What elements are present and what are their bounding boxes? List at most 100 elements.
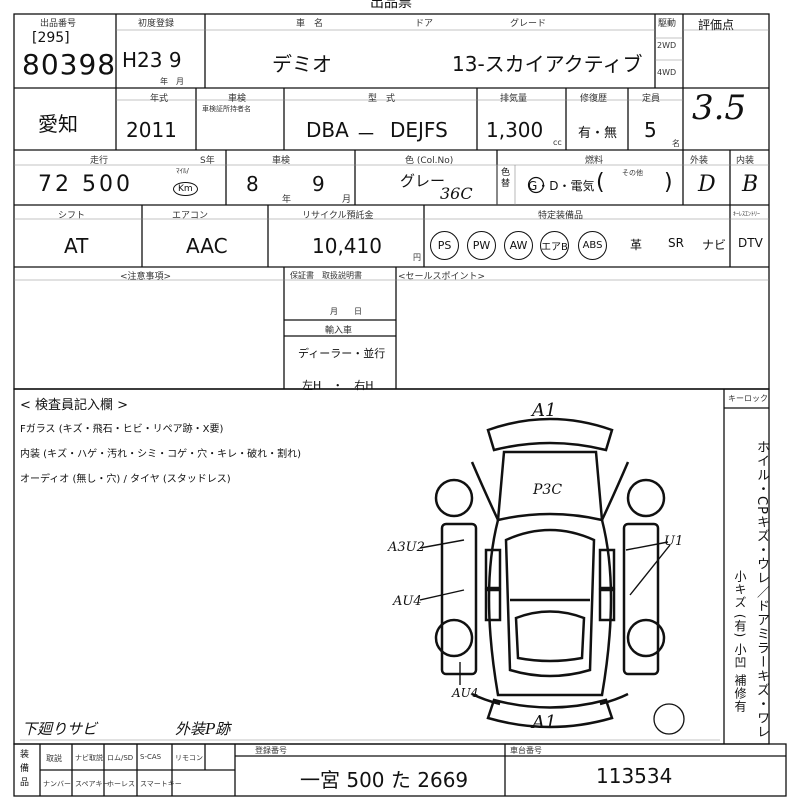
capacity-unit: 名 xyxy=(672,139,680,148)
stamp-circle xyxy=(653,703,685,735)
exterior-grade: D xyxy=(698,172,716,197)
footer-equip-navi-manual: ナビ取説 xyxy=(75,754,103,762)
equip-sunroof: SR xyxy=(668,236,684,250)
footer-equip-spare-key: スペアキー xyxy=(75,780,110,788)
equip-ps: PS xyxy=(430,231,459,260)
inspector-audio: オーディオ (無し・穴) / タイヤ (スタッドレス) xyxy=(20,474,231,485)
repair-value: 有・無 xyxy=(578,126,618,141)
bottom-note-paint: 外装P跡 xyxy=(175,720,231,738)
equip-airbag: エアB xyxy=(540,231,569,260)
form-title: 出品票 xyxy=(370,0,412,11)
lot-prefix: [295] xyxy=(32,30,70,46)
exterior-label: 外装 xyxy=(690,156,709,166)
inspector-windshield: Fガラス (キズ・飛石・ヒビ・リペア跡・X要) xyxy=(20,424,224,435)
fuel-options: G・D・電気 xyxy=(528,179,595,193)
keylock-label: キーロック xyxy=(728,394,768,403)
dealer-parallel: ディーラー・並行 xyxy=(298,347,386,360)
equip-dtv: DTV xyxy=(738,236,763,250)
shaken-month: 9 xyxy=(312,172,325,196)
color-no: 36C xyxy=(440,184,473,203)
equip-leather: 革 xyxy=(630,238,643,252)
displacement-label: 排気量 xyxy=(500,94,528,104)
shaken-label: 車検 xyxy=(272,156,291,166)
mileage-unit-small: ﾏｲﾙ/ xyxy=(176,167,189,175)
equip-aw: AW xyxy=(504,231,533,260)
mileage-unit: Km xyxy=(173,182,198,196)
color-change-label: 色替 xyxy=(501,168,511,189)
recycle: 10,410 xyxy=(312,234,382,258)
warranty-label: 保証書 取扱説明書 xyxy=(290,271,362,280)
model-year: 2011 xyxy=(126,118,177,142)
shaken-year: 8 xyxy=(246,172,259,196)
equipment-label: 特定装備品 xyxy=(538,211,584,221)
inspection-sub: 車検証所持者名 xyxy=(202,105,251,113)
first-reg-value: H23 9 xyxy=(122,48,182,72)
mark-left-upper: A3U2 xyxy=(388,540,425,555)
equip-pw: PW xyxy=(467,231,496,260)
plate-label: 登録番号 xyxy=(255,746,287,755)
mark-rear: A1 xyxy=(532,712,557,733)
score-label: 評価点 xyxy=(698,18,735,32)
footer-equip-smart-key: スマートキー xyxy=(140,780,182,788)
inspection-label: 車検 xyxy=(228,94,247,104)
fuel-label: 燃料 xyxy=(585,156,604,166)
capacity-label: 定員 xyxy=(642,94,661,104)
fuel-other-label: その他 xyxy=(622,169,643,177)
equip-navi: ナビ xyxy=(702,238,727,252)
steering-side: 左H ・ 右H xyxy=(302,379,374,392)
ac-label: エアコン xyxy=(172,211,209,221)
footer-equip-bcas: S-CAS xyxy=(140,753,162,761)
mark-left-rear: AU4 xyxy=(452,686,479,700)
year-month-unit: 年 月 xyxy=(160,77,184,86)
side-note: ホイル・CPキズ・ウレ／ドアミラーキズ・ワレ xyxy=(754,440,769,739)
fuel-paren-open: ( xyxy=(596,170,605,195)
displacement: 1,300 xyxy=(486,118,544,142)
type-prefix: DBA xyxy=(306,118,349,142)
keyless-label: ｷｰﾚｽｴﾝﾄﾘｰ xyxy=(733,211,761,218)
inspector-interior: 内装 (キズ・ハゲ・汚れ・シミ・コゲ・穴・キレ・破れ・割れ) xyxy=(20,449,301,460)
color: グレー xyxy=(400,172,446,190)
footer-equip-remote: リモコン xyxy=(175,754,203,762)
type-code: DEJFS xyxy=(390,118,448,142)
region: 愛知 xyxy=(38,112,78,136)
shift: AT xyxy=(64,234,89,258)
repair-label: 修復歴 xyxy=(580,94,608,104)
type-label: 型 式 xyxy=(368,94,396,104)
displacement-unit: cc xyxy=(553,138,562,147)
mark-right-side: U1 xyxy=(664,534,684,549)
first-reg-label: 初度登録 xyxy=(138,19,175,29)
mark-front: A1 xyxy=(532,400,557,421)
interior-grade: B xyxy=(742,172,759,197)
footer-side-label: 装備品 xyxy=(20,750,30,788)
footer-equip-manual: 取説 xyxy=(46,754,62,763)
ac: AAC xyxy=(186,234,228,258)
color-label: 色 (Col.No) xyxy=(405,156,454,166)
caution-label: <注意事項> xyxy=(120,272,172,282)
mark-roof: P3C xyxy=(533,482,563,498)
car-name-label: 車 名 xyxy=(296,19,324,29)
side-note-2: 小キズ (有) 小凹 補修有 xyxy=(733,570,747,713)
bottom-note-undercarriage: 下廻りサビ xyxy=(22,720,98,738)
shift-label: シフト xyxy=(58,211,86,221)
lot-number: 80398 xyxy=(22,48,117,81)
s-label: S年 xyxy=(200,156,215,166)
capacity: 5 xyxy=(644,118,657,142)
chassis-label: 車台番号 xyxy=(510,746,542,755)
car-name: デミオ xyxy=(272,52,332,76)
chassis-number: 113534 xyxy=(596,764,673,788)
model-year-label: 年式 xyxy=(150,94,169,104)
inspector-title: < 検査員記入欄 > xyxy=(20,398,129,413)
mileage: 72 500 xyxy=(38,172,133,197)
recycle-unit: 円 xyxy=(413,253,421,262)
footer-equip-plate: ナンバー xyxy=(43,780,71,788)
drive-4wd: 4WD xyxy=(657,68,677,77)
month-unit: 月 xyxy=(342,195,352,205)
sales-point-label: <セールスポイント> xyxy=(398,272,486,282)
lot-label: 出品番号 xyxy=(40,19,77,29)
plate-number: 一宮 500 た 2669 xyxy=(300,768,469,792)
grade-label: グレード xyxy=(510,19,547,29)
equip-abs: ABS xyxy=(578,231,607,260)
fuel-gasoline-circle xyxy=(527,176,545,194)
fuel-paren-close: ) xyxy=(664,170,673,195)
